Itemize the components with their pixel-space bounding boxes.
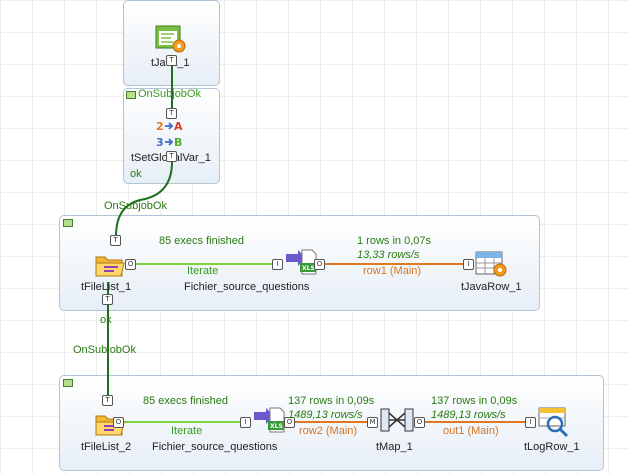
magnifier-log-icon (538, 407, 569, 438)
tmap-icon (380, 408, 414, 432)
iterate-port[interactable]: I (240, 417, 251, 428)
subjob-collapse-button[interactable] (63, 379, 73, 387)
ok-label: ok (130, 168, 142, 180)
trigger-port[interactable]: T (166, 151, 177, 162)
execs-label: 85 execs finished (159, 235, 244, 247)
trigger-port[interactable]: T (102, 294, 113, 305)
fichier1-component[interactable]: XLS (284, 248, 318, 276)
iterate-label: Iterate (171, 425, 203, 437)
row-name-label[interactable]: row1 (Main) (363, 265, 422, 277)
tjavarow-component[interactable] (474, 249, 508, 279)
output-port[interactable]: O (414, 417, 425, 428)
tmap-label: tMap_1 (376, 441, 413, 453)
set-global-var-icon: 2 A 3 B (156, 120, 183, 149)
trigger-port[interactable]: T (110, 235, 121, 246)
row-rate-label: 1489,13 rows/s (431, 409, 506, 421)
row-stats-label: 137 rows in 0,09s (431, 395, 518, 407)
onsubjobok-label: OnSubjobOk (138, 88, 201, 100)
svg-text:XLS: XLS (270, 423, 283, 430)
tlogrow-label: tLogRow_1 (524, 441, 580, 453)
fichier1-label: Fichier_source_questions (184, 281, 310, 293)
svg-text:B: B (174, 136, 182, 149)
trigger-link-tsetglobalvar-tfilelist1 (115, 161, 173, 237)
main-port[interactable]: M (367, 417, 378, 428)
tfilelist1-component[interactable] (94, 251, 126, 279)
iterate-port[interactable]: I (525, 417, 536, 428)
tsetglobalvar-component[interactable]: 2 A 3 B (156, 119, 192, 151)
svg-text:XLS: XLS (302, 265, 315, 272)
fichier2-label: Fichier_source_questions (152, 441, 278, 453)
row-rate-label: 1489,13 rows/s (288, 409, 363, 421)
java-code-icon (155, 25, 186, 53)
tjavarow-label: tJavaRow_1 (461, 281, 522, 293)
trigger-port[interactable]: T (166, 108, 177, 119)
subjob-collapse-button[interactable] (126, 91, 136, 99)
tfilelist2-label: tFileList_2 (81, 441, 132, 453)
onsubjobok-label: OnSubjobOk (104, 200, 167, 212)
tfilelist1-label: tFileList_1 (81, 281, 132, 293)
row-stats-label: 137 rows in 0,09s (288, 395, 375, 407)
output-port[interactable]: O (113, 417, 124, 428)
onsubjobok-label: OnSubjobOk (73, 344, 136, 356)
row-stats-label: 1 rows in 0,07s (357, 235, 431, 247)
trigger-port[interactable]: T (102, 395, 113, 406)
output-port[interactable]: O (284, 417, 295, 428)
svg-text:2: 2 (156, 120, 164, 133)
row-name-label[interactable]: out1 (Main) (443, 425, 499, 437)
folder-icon (95, 256, 125, 277)
svg-text:A: A (174, 120, 183, 133)
output-port[interactable]: O (125, 259, 136, 270)
row-rate-label: 13,33 rows/s (357, 249, 420, 261)
subjob-collapse-button[interactable] (63, 219, 73, 227)
fichier2-component[interactable]: XLS (252, 406, 286, 434)
output-port[interactable]: O (314, 259, 325, 270)
tjava-component[interactable] (155, 24, 187, 54)
row-name-label[interactable]: row2 (Main) (299, 425, 358, 437)
iterate-port[interactable]: I (272, 259, 283, 270)
iterate-port[interactable]: I (463, 259, 474, 270)
excel-input-icon: XLS (254, 407, 285, 433)
trigger-port[interactable]: T (166, 55, 177, 66)
iterate-label: Iterate (187, 265, 219, 277)
tmap-component[interactable] (379, 406, 415, 436)
tlogrow-component[interactable] (537, 406, 571, 438)
excel-input-icon: XLS (286, 249, 317, 275)
execs-label: 85 execs finished (143, 395, 228, 407)
ok-label: ok (100, 314, 112, 326)
svg-text:3: 3 (156, 136, 164, 149)
java-row-icon (475, 251, 507, 277)
